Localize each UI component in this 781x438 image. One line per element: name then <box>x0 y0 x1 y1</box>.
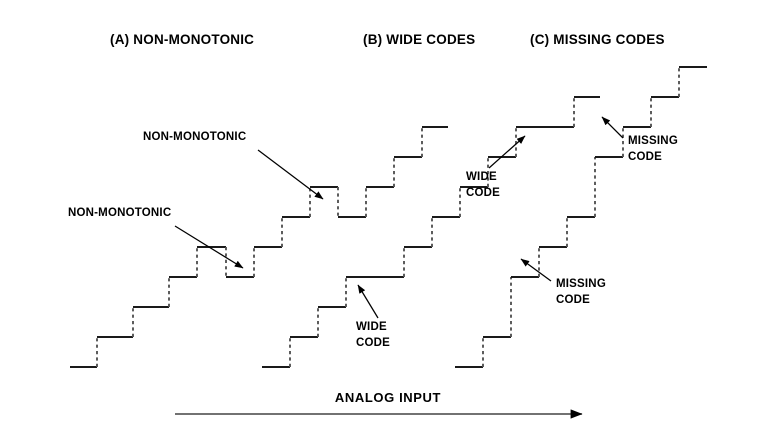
callout-label-wide-code-1-line2: CODE <box>356 337 390 349</box>
panel-b-staircase <box>262 95 600 369</box>
panel-title-b: (B) WIDE CODES <box>363 32 475 47</box>
callout-label-wide-code-1-line1: WIDE <box>356 321 387 333</box>
callout-leader-missing-code-1 <box>520 258 552 282</box>
callout-label-non-monotonic-2: NON-MONOTONIC <box>143 131 246 143</box>
callout-label-missing-code-1-line1: MISSING <box>556 278 606 290</box>
callout-leader-wide-code-1 <box>357 284 379 319</box>
callout-label-wide-code-2-line1: WIDE <box>466 171 497 183</box>
callout-label-wide-code-2-line2: CODE <box>466 187 500 199</box>
axis-label-analog-input: ANALOG INPUT <box>335 390 441 405</box>
callout-label-missing-code-2-line1: MISSING <box>628 135 678 147</box>
callout-leader-non-monotonic-1 <box>174 225 244 269</box>
callout-label-missing-code-1-line2: CODE <box>556 294 590 306</box>
panel-title-c: (C) MISSING CODES <box>530 32 665 47</box>
panel-a-staircase <box>70 125 448 369</box>
callout-leader-missing-code-2 <box>601 116 624 139</box>
callout-leader-wide-code-2 <box>488 135 526 169</box>
callout-leader-non-monotonic-2 <box>257 149 324 200</box>
callout-label-missing-code-2-line2: CODE <box>628 151 662 163</box>
panel-c-staircase <box>455 65 707 369</box>
callout-label-non-monotonic-1: NON-MONOTONIC <box>68 207 171 219</box>
panel-title-a: (A) NON-MONOTONIC <box>110 32 254 47</box>
